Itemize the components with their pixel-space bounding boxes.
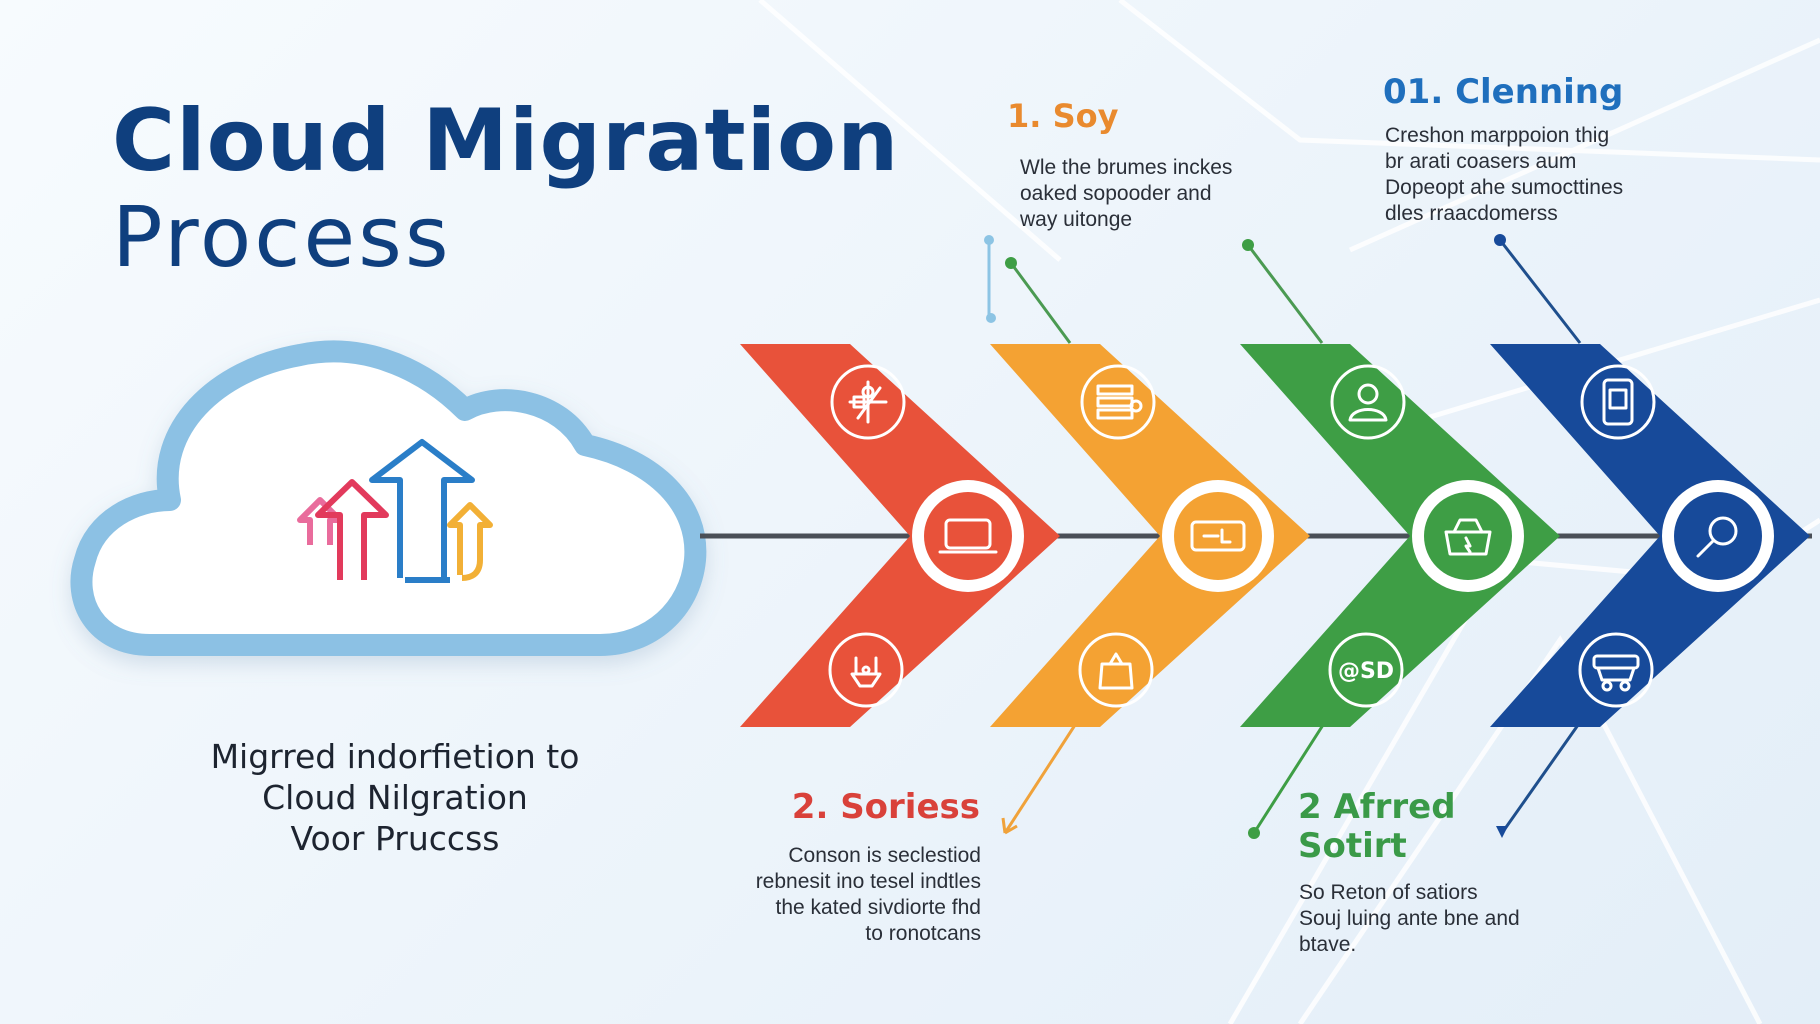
gear-cross-icon [830,364,906,440]
step-affred-line: btave. [1299,933,1357,956]
step-soriess-line: to ronotcans [865,922,981,945]
caption-line: Cloud Nilgration [262,778,528,817]
step-clenning-heading: 01. Clenning [1383,72,1624,112]
step-soy-line: Wle the brumes inckes [1020,156,1233,179]
shopping-bag-icon [1078,632,1154,708]
code-icon-label: @SD [1338,659,1394,684]
cloud-graphic [70,340,707,656]
step-clenning-line: br arati coasers aum [1385,150,1577,173]
chevron-step-4 [1490,344,1810,727]
server-stack-icon [1080,364,1156,440]
step-clenning-line: dles rraacdomerss [1385,202,1558,225]
step-soriess-body: Conson is seclestiod rebnesit ino tesel … [700,843,981,947]
search-icon [1662,480,1774,592]
step-affred-line: So Reton of satiors [1299,881,1478,904]
step-affred-heading: 2 Afrred Sotirt [1298,788,1456,866]
chevron-step-3: @SD [1240,344,1560,727]
step-soriess-line: the kated sivdiorte fhd [775,896,981,919]
step-clenning-body: Creshon marppoion thig br arati coasers … [1385,123,1623,227]
page-title: Cloud Migration Process [112,95,899,283]
user-icon [1330,364,1406,440]
cloud-shape [70,340,707,656]
caption-line: Voor Pruccss [290,819,500,858]
tablet-icon [1580,364,1656,440]
secure-box-icon [1412,480,1524,592]
laptop-icon [912,480,1024,592]
chevron-step-2 [990,344,1310,727]
step-affred-body: So Reton of satiors Souj luing ante bne … [1299,880,1520,958]
upload-arrows-icon [297,439,493,583]
step-soy-line: oaked sopooder and [1020,182,1212,205]
cloud-caption: Migrred indorfietion to Cloud Nilgration… [140,736,650,859]
code-icon: @SD [1328,632,1404,708]
step-affred-line: Souj luing ante bne and [1299,907,1520,930]
title-line-1: Cloud Migration [112,91,900,191]
step-soriess-line: Conson is seclestiod [788,844,981,867]
step-soy-heading: 1. Soy [1007,97,1119,135]
step-affred-heading-line: Sotirt [1298,826,1407,866]
chevron-step-1 [740,344,1060,727]
step-clenning-line: Dopeopt ahe sumocttines [1385,176,1624,199]
step-soy-line: way uitonge [1020,208,1133,231]
data-transfer-icon [1162,480,1274,592]
step-soriess-line: rebnesit ino tesel indtles [755,870,981,893]
step-affred-heading-line: 2 Afrred [1298,787,1456,827]
callout-lines [984,234,1582,839]
title-line-2: Process [112,187,452,286]
step-soriess-heading: 2. Soriess [791,787,980,827]
plug-icon [828,632,904,708]
caption-line: Migrred indorfietion to [210,737,580,776]
step-soy-body: Wle the brumes inckes oaked sopooder and… [1020,155,1232,233]
storage-cart-icon [1578,632,1654,708]
step-clenning-line: Creshon marppoion thig [1385,124,1610,147]
